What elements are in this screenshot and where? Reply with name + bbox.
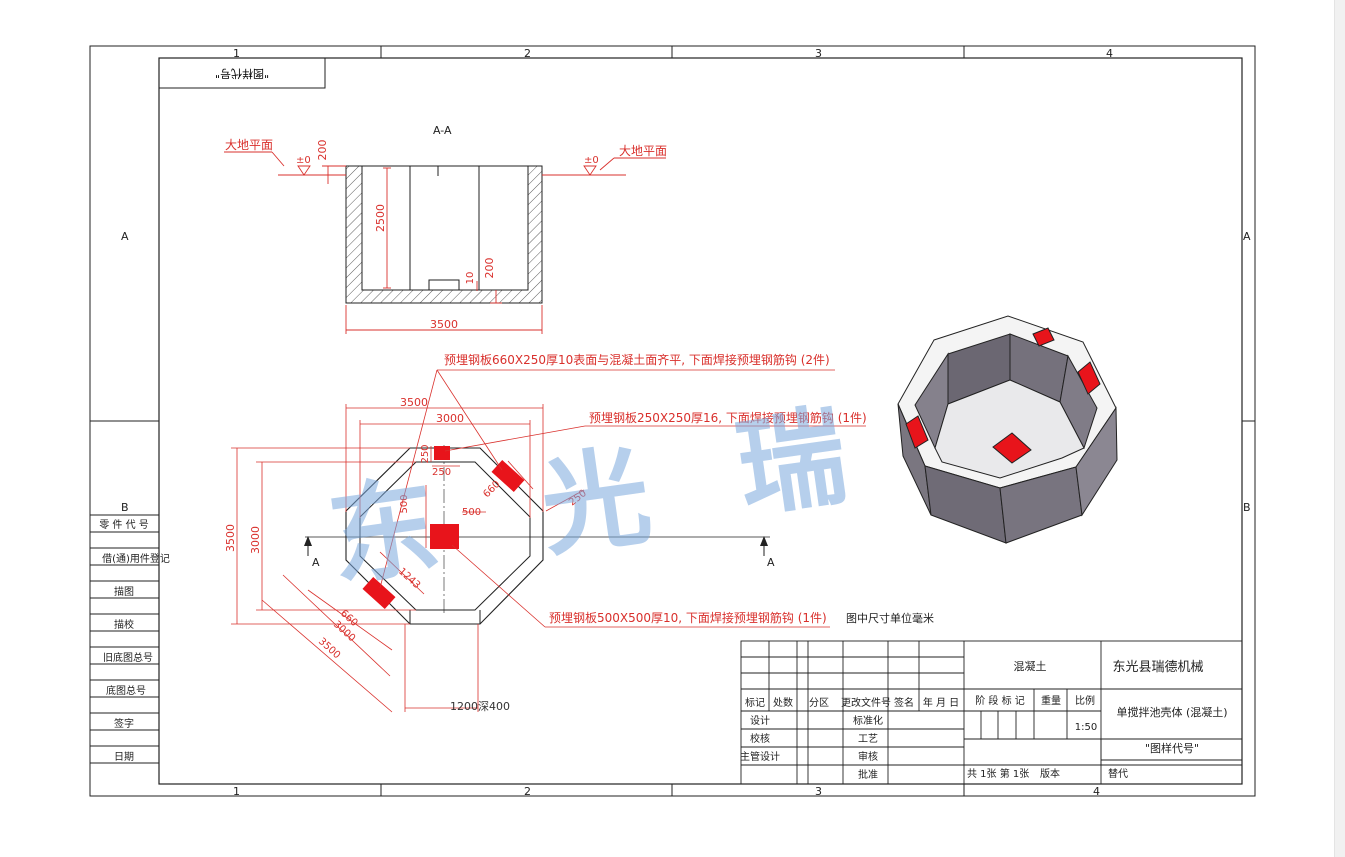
tb-drawing-code: "图样代号" xyxy=(1145,741,1199,755)
plate-note-250: 预埋钢板250X250厚16, 下面焊接预埋钢筋钩 (1件) xyxy=(589,410,867,425)
plate-660-upper xyxy=(491,460,525,492)
tb-header-count: 处数 xyxy=(773,696,793,709)
tb-role-process: 工艺 xyxy=(858,733,878,745)
tb-role-review: 审核 xyxy=(858,750,878,763)
zero-label-right: ±0 xyxy=(584,155,599,166)
iso-plate-floor xyxy=(992,432,1032,464)
drawing-frame xyxy=(89,45,1256,797)
iso-plate-top xyxy=(1032,327,1055,347)
plate-note-660: 预埋钢板660X250厚10表面与混凝土面齐平, 下面焊接预埋钢筋钩 (2件) xyxy=(444,352,830,367)
unit-note: 图中尺寸单位毫米 xyxy=(846,611,934,625)
tb-role-chief-design: 主管设计 xyxy=(740,750,780,763)
plate-660-lower xyxy=(362,577,396,609)
rotated-stamp: "图样代号" xyxy=(158,57,326,89)
iso-plate-left xyxy=(905,415,929,449)
section-view: A-A xyxy=(224,124,667,334)
tb-header-mark: 标记 xyxy=(745,697,765,709)
side-row-trace-check: 描校 xyxy=(114,618,134,631)
plan-dim-1200: 1200深400 xyxy=(450,700,510,713)
tb-header-sign: 签名 xyxy=(894,696,914,709)
title-block xyxy=(740,640,1243,785)
side-row-base-number: 底图总号 xyxy=(106,684,146,697)
plan-dim-500-horizontal: 500 xyxy=(462,507,481,518)
plan-dim-250-horizontal: 250 xyxy=(432,467,451,478)
side-row-tracing: 描图 xyxy=(114,585,134,598)
dim-bottom-200: 200 xyxy=(483,258,496,279)
side-row-date: 日期 xyxy=(114,751,134,763)
tb-role-standardize: 标准化 xyxy=(853,714,883,727)
col-label-bottom-4: 4 xyxy=(1093,785,1100,798)
plan-dim-660-upper: 660 xyxy=(481,479,502,500)
col-label-bottom-1: 1 xyxy=(233,785,240,798)
tb-company: 东光县瑞德机械 xyxy=(1112,660,1203,675)
col-label-bottom-3: 3 xyxy=(815,785,822,798)
tb-weight-label: 重量 xyxy=(1041,694,1061,707)
col-label-top-1: 1 xyxy=(233,47,240,60)
tb-stage-label: 阶 段 标 记 xyxy=(975,694,1025,707)
plan-inner-octagon xyxy=(359,461,531,611)
ground-label-left: 大地平面 xyxy=(225,138,273,152)
tb-header-date: 年 月 日 xyxy=(923,696,959,709)
side-row-signature: 签字 xyxy=(114,717,134,730)
row-label-right-a: A xyxy=(1243,230,1251,243)
zero-label-left: ±0 xyxy=(296,155,311,166)
ground-label-right: 大地平面 xyxy=(619,144,667,158)
cut-label-right: A xyxy=(767,556,775,569)
side-row-borrow-register: 借(通)用件登记 xyxy=(102,552,170,565)
row-label-left-a: A xyxy=(121,230,129,243)
tb-role-approve: 批准 xyxy=(858,768,878,781)
side-row-part-code: 零 件 代 号 xyxy=(99,519,149,531)
row-label-right-b: B xyxy=(1243,501,1251,514)
tb-role-check: 校核 xyxy=(750,732,770,745)
section-title: A-A xyxy=(433,124,452,137)
tb-role-design: 设计 xyxy=(750,714,770,727)
plan-dim-500-vertical: 500 xyxy=(399,494,410,513)
col-label-bottom-2: 2 xyxy=(524,785,531,798)
row-label-left-b: B xyxy=(121,501,129,514)
plan-dim-250-vertical: 250 xyxy=(420,444,431,463)
dim-top-200: 200 xyxy=(316,140,329,161)
plate-note-500: 预埋钢板500X500厚10, 下面焊接预埋钢筋钩 (1件) xyxy=(549,610,827,625)
plate-500 xyxy=(430,524,459,549)
dim-10: 10 xyxy=(465,272,476,285)
watermark-char-2: 光 xyxy=(534,433,658,572)
plan-dim-h3000: 3000 xyxy=(249,526,262,554)
plan-dim-w3000: 3000 xyxy=(436,412,464,425)
plan-dim-w3500: 3500 xyxy=(400,396,428,409)
dim-depth-2500: 2500 xyxy=(374,204,387,232)
side-table xyxy=(90,514,159,764)
side-row-old-base-number: 旧底图总号 xyxy=(103,651,153,664)
stamp-text: "图样代号" xyxy=(215,67,269,81)
plate-250 xyxy=(434,446,450,460)
watermark-char-1: 东 xyxy=(322,464,446,603)
tb-sheet-info: 共 1张 第 1张 xyxy=(967,767,1029,780)
tb-replace-label: 替代 xyxy=(1108,767,1128,780)
cut-label-left: A xyxy=(312,556,320,569)
cut-markers: A A xyxy=(304,536,775,569)
col-label-top-2: 2 xyxy=(524,47,531,60)
plan-dim-h3500: 3500 xyxy=(224,524,237,552)
isometric-view xyxy=(897,315,1118,544)
tb-scale-value: 1:50 xyxy=(1075,722,1097,733)
dim-width-3500: 3500 xyxy=(430,318,458,331)
watermark-char-3: 瑞 xyxy=(730,394,854,533)
col-label-top-3: 3 xyxy=(815,47,822,60)
tb-drawing-name: 单搅拌池壳体 (混凝土) xyxy=(1116,705,1227,719)
tb-header-zone: 分区 xyxy=(809,697,829,709)
iso-plate-right xyxy=(1077,361,1101,395)
frame-labels: 1 2 3 4 1 2 3 4 A A B B xyxy=(121,47,1251,798)
col-label-top-4: 4 xyxy=(1106,47,1113,60)
tb-scale-label: 比例 xyxy=(1075,694,1095,707)
tb-version-label: 版本 xyxy=(1040,767,1060,780)
tb-header-change-doc: 更改文件号 xyxy=(841,696,891,709)
tb-material: 混凝土 xyxy=(1014,659,1047,673)
vertical-scrollbar[interactable] xyxy=(1334,0,1345,857)
